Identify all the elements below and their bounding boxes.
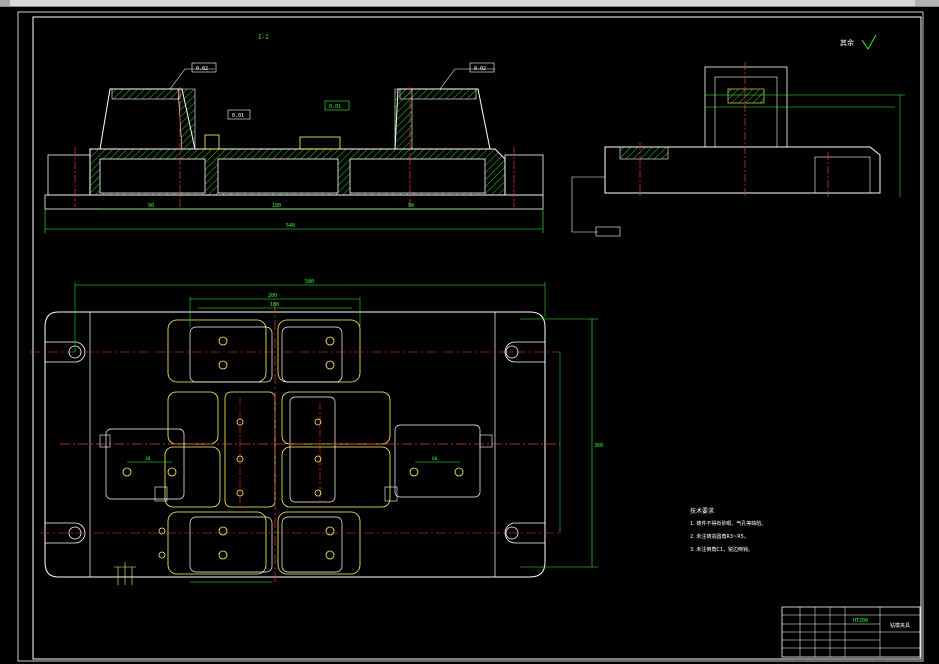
bottom-plate [44, 194, 544, 210]
fcf-center-text: 0.01 [329, 104, 341, 110]
plan-dim-top2: 180 [270, 302, 279, 308]
lug-left [99, 434, 111, 448]
cavity-left [99, 158, 206, 194]
title-block: HT200 钻模夹具 [781, 606, 921, 658]
cad-drawing: I-I 0.02 0.02 0.01 [17, 11, 924, 662]
dim-1: 90 [148, 203, 154, 209]
note-2: 2. 未注铸造圆角R3~R5。 [690, 533, 749, 540]
side-bushing [727, 88, 765, 104]
window-icon [0, 0, 10, 6]
front-section-view: I-I 0.02 0.02 0.01 [44, 34, 544, 233]
title-drawing-name: 钻模夹具 [890, 622, 910, 629]
plan-dim-height: 360 [594, 443, 603, 449]
pocket-4 [281, 391, 391, 445]
right-lug [504, 154, 544, 196]
pocket-6 [281, 446, 391, 508]
notes-heading: 技术要求 [690, 507, 714, 515]
dim-3: 90 [408, 203, 414, 209]
block-6 [189, 516, 273, 573]
locator-2 [384, 486, 398, 502]
block-1 [189, 326, 273, 383]
title-material: HT200 [853, 618, 868, 624]
pocket-1 [167, 319, 267, 383]
side-base [604, 146, 881, 194]
pocket-8 [277, 511, 361, 575]
boss-2 [299, 136, 341, 150]
plan-dim-top1: 200 [268, 293, 277, 299]
left-lug [47, 154, 91, 196]
dim-overall: 540 [286, 223, 295, 229]
window-titlebar [0, 0, 939, 7]
inner-border [32, 16, 922, 660]
plan-view: 580 200 180 360 60 38 [30, 279, 603, 585]
block-3 [289, 396, 336, 503]
block-5 [394, 424, 481, 498]
side-fcf [595, 226, 621, 237]
cavity-right [349, 158, 486, 194]
pocket-3 [167, 391, 219, 445]
side-leader [571, 176, 605, 233]
fcf-right [469, 62, 495, 73]
dim-2: 180 [272, 203, 281, 209]
roughness-note: 其余 [840, 38, 854, 47]
note-1: 1. 铸件不得有砂眼、气孔等缺陷。 [690, 520, 766, 527]
leader-right [439, 68, 495, 90]
cavity-middle [217, 158, 339, 194]
fcf-center [324, 100, 350, 111]
right-block-wall [394, 88, 413, 150]
fcf-mid [227, 109, 251, 120]
pocket-7 [167, 511, 267, 575]
left-block-wall [177, 88, 196, 150]
block-7 [281, 516, 343, 573]
hole-pattern [68, 336, 519, 560]
pocket-2 [277, 319, 361, 383]
block-4 [105, 428, 185, 500]
side-view [571, 62, 905, 237]
pocket-5 [164, 446, 221, 508]
pocket-9 [224, 391, 276, 508]
side-foot [814, 156, 871, 194]
stop-pin [114, 562, 136, 585]
fcf-mid-text: 0.01 [232, 113, 244, 119]
side-base-hatch [619, 146, 669, 160]
block-2 [281, 326, 343, 383]
locator-1 [154, 486, 168, 502]
plan-dim-overall: 580 [305, 279, 314, 285]
outer-border [17, 11, 924, 662]
technical-notes: 技术要求 1. 铸件不得有砂眼、气孔等缺陷。 2. 未注铸造圆角R3~R5。 3… [690, 507, 766, 553]
leader-left [169, 68, 215, 90]
left-block-hatch [111, 88, 181, 100]
side-upright-inner [714, 76, 778, 148]
fcf-left [191, 62, 217, 73]
plan-dim-small-b: 38 [145, 456, 151, 462]
roughness-symbol-icon [861, 34, 877, 50]
plan-outline [44, 311, 546, 578]
boss-1 [204, 134, 220, 150]
note-3: 3. 未注倒角C1，锐边倒钝。 [690, 546, 753, 553]
fcf-left-text: 0.02 [196, 66, 208, 72]
plan-dim-small-a: 60 [432, 456, 438, 462]
lug-right [479, 434, 493, 448]
window-controls[interactable] [915, 0, 939, 6]
fcf-right-text: 0.02 [474, 66, 486, 72]
section-label: I-I [258, 34, 269, 41]
